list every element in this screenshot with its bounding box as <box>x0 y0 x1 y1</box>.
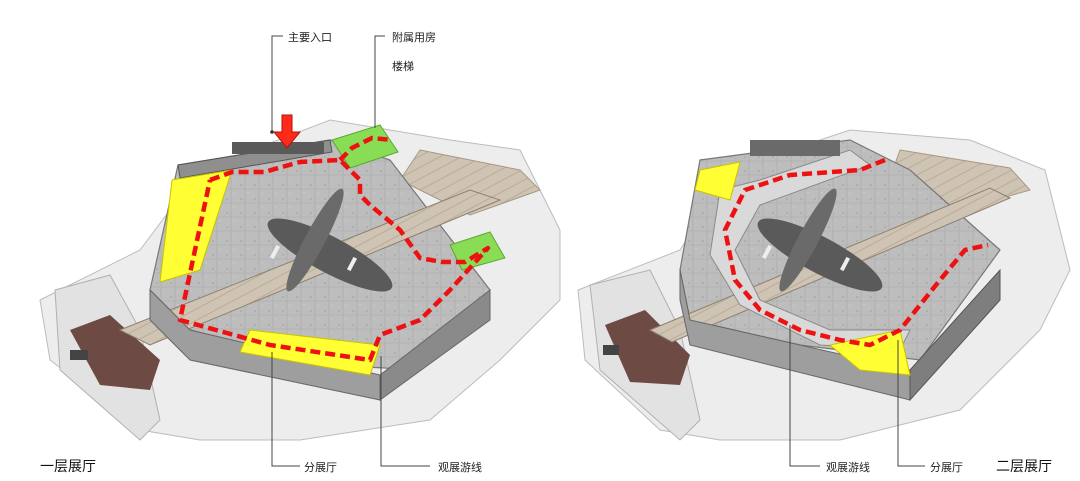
left-leader-annex <box>374 35 385 128</box>
left-entrance-canopy <box>232 142 324 154</box>
callout-stairs: 楼梯 <box>392 60 414 73</box>
right-north-block <box>750 140 840 156</box>
left-route-path[interactable] <box>177 157 491 363</box>
left-route-branch[interactable] <box>338 135 393 162</box>
callout-main-entrance: 主要入口 <box>288 31 332 44</box>
left-leader-entrance <box>271 35 283 132</box>
right-dark-room <box>605 310 690 385</box>
right-door-block <box>603 345 619 355</box>
entrance-arrow-icon <box>272 114 302 149</box>
left-airplane <box>267 188 393 292</box>
callout-right-route: 观展游线 <box>826 461 870 474</box>
right-sub-hall-west[interactable] <box>694 161 741 201</box>
left-sub-hall-west[interactable] <box>159 169 233 283</box>
callout-annex: 附属用房 <box>392 31 436 44</box>
left-ramp <box>399 149 541 216</box>
right-leader-route <box>789 325 820 467</box>
callout-left-route: 观展游线 <box>438 461 482 474</box>
right-wall-east <box>909 268 1001 402</box>
right-leader-subhall <box>897 340 925 467</box>
right-route-path[interactable] <box>722 157 989 348</box>
callout-right-sub-hall: 分展厅 <box>930 461 963 474</box>
left-dark-room <box>70 315 160 390</box>
callout-left-sub-hall: 分展厅 <box>304 461 337 474</box>
left-plan <box>39 35 561 467</box>
left-wall-east <box>379 288 491 401</box>
left-sub-hall-south[interactable] <box>239 329 381 376</box>
right-plan <box>577 129 1071 467</box>
left-plan-title: 一层展厅 <box>40 459 96 475</box>
left-leader-entrance-dot <box>270 130 274 134</box>
right-airplane <box>757 188 883 292</box>
right-mezzanine <box>709 149 911 351</box>
left-leader-subhall <box>271 352 300 467</box>
right-plan-title: 二层展厅 <box>996 459 1052 475</box>
left-leader-route <box>380 356 430 467</box>
left-door-block <box>70 350 88 360</box>
